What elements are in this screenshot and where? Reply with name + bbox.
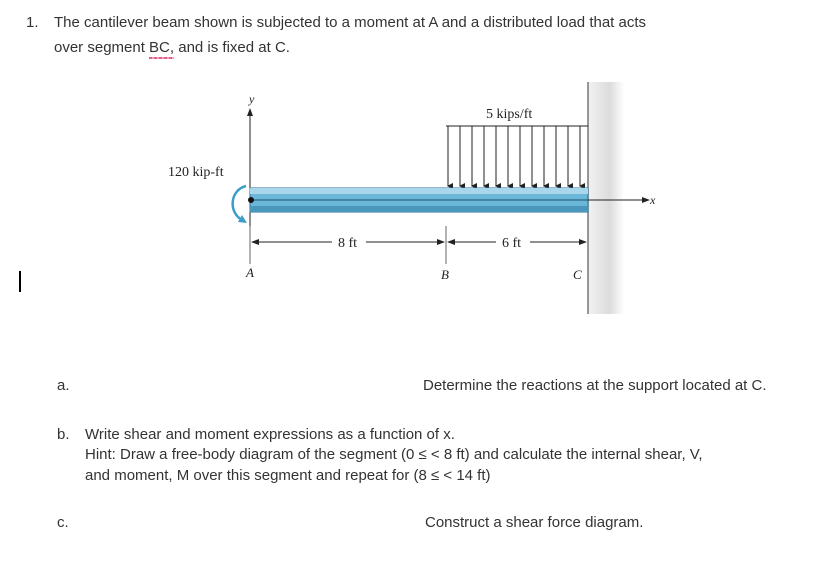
point-a-label: A: [245, 265, 254, 280]
part-b-text-line1: Write shear and moment expressions as a …: [85, 426, 455, 443]
y-axis-arrowhead: [247, 108, 253, 116]
dimension-arrowhead: [579, 239, 587, 245]
dimension-bc-label: 6 ft: [502, 236, 521, 251]
point-c-label: C: [573, 267, 582, 282]
spellcheck-underlined-word[interactable]: BC,: [149, 39, 175, 56]
part-a-label: a.: [57, 377, 70, 394]
dimension-ab-label: 8 ft: [338, 236, 357, 251]
beam-top-flange: [250, 188, 588, 194]
question-text-line2-start: over segment: [54, 39, 150, 56]
part-c-text: Construct a shear force diagram.: [425, 514, 644, 531]
dimension-arrowhead: [437, 239, 445, 245]
part-b-text-line3: and moment, M over this segment and repe…: [85, 467, 491, 484]
part-b-label: b.: [57, 426, 70, 443]
applied-moment-arc: [231, 184, 247, 222]
part-c-label: c.: [57, 514, 69, 531]
moment-arrowhead: [238, 215, 247, 223]
question-number: 1.: [26, 14, 39, 31]
moment-label: 120 kip-ft: [168, 165, 224, 180]
y-axis-label: y: [248, 92, 255, 106]
distributed-load-label: 5 kips/ft: [486, 107, 532, 122]
cantilever-beam-figure: y 5 kips/ft x 120 kip-ft 8 ft 6 ft A: [168, 82, 656, 314]
dimension-arrowhead: [251, 239, 259, 245]
x-axis-arrowhead: [642, 197, 650, 203]
fixed-wall-support: [588, 82, 624, 314]
question-text-line1: The cantilever beam shown is subjected t…: [54, 14, 647, 31]
part-b-text-line2: Hint: Draw a free-body diagram of the se…: [85, 446, 703, 463]
load-arrows: [447, 126, 585, 189]
question-text-line2: over segment BC, and is fixed at C.: [54, 38, 290, 58]
part-a-text: Determine the reactions at the support l…: [423, 377, 767, 394]
text-cursor-caret: [19, 271, 21, 292]
question-text-line2-end: and is fixed at C.: [174, 39, 290, 56]
dimension-arrowhead: [447, 239, 455, 245]
beam-bottom-flange: [250, 206, 588, 212]
x-axis-label: x: [649, 193, 656, 207]
point-b-label: B: [441, 267, 449, 282]
point-a-marker: [248, 197, 254, 203]
